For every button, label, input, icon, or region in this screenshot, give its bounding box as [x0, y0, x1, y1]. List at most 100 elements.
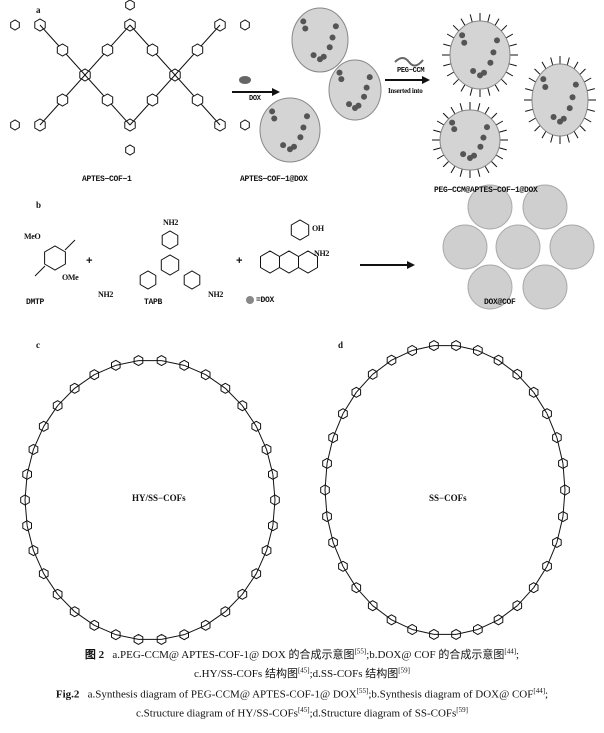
hy-ss-cof-ring [89, 369, 100, 381]
peg-chain [446, 33, 455, 39]
ss-cof-bond [372, 359, 392, 375]
ref: [59] [456, 706, 468, 714]
peg-chain [573, 130, 579, 139]
ss-cof-ring [512, 600, 523, 612]
boroxine-ring [214, 118, 226, 132]
dox-dot [459, 32, 466, 39]
hy-ss-cof-ring [38, 568, 49, 580]
dox-legend-dot [246, 296, 254, 304]
boroxine-ring [79, 68, 91, 82]
hy-ss-cof-ring [28, 545, 39, 557]
peg-chain [505, 71, 514, 77]
name-dox-cof: DOX@COF [484, 298, 516, 307]
peg-chain [566, 57, 570, 66]
hy-ss-cof-ring [268, 468, 278, 480]
ss-cof-bond [372, 605, 392, 621]
ss-cof-ring [386, 614, 397, 626]
group-nh2-right: NH2 [208, 290, 224, 299]
ref: [55] [354, 647, 367, 656]
benzene-ring [191, 93, 204, 107]
dox-ring [260, 250, 280, 274]
ss-cof-ring [473, 344, 483, 357]
group-oh-dox: OH [312, 224, 324, 233]
name-aptes-cof-1: APTES−COF−1 [82, 175, 132, 184]
panel-label-b: b [36, 200, 42, 210]
benzene-ring [101, 43, 114, 57]
ss-cof-bond [455, 628, 478, 635]
peg-chain [505, 33, 514, 39]
ss-cof-ring [322, 457, 332, 469]
ss-cof-ring [493, 354, 504, 366]
peg-chain [487, 87, 491, 96]
hy-ss-cof-ring [89, 619, 100, 631]
ss-cof-ring [322, 511, 332, 523]
peg-chain [460, 18, 466, 26]
ss-cof-bond [533, 566, 548, 588]
peg-chain [494, 18, 500, 26]
peg-cof-particle [449, 20, 511, 90]
ss-cof-ring [552, 432, 562, 444]
dox-dot [336, 69, 343, 76]
peg-chain [508, 43, 517, 47]
peg-chain [436, 120, 445, 126]
peg-chain [490, 112, 498, 120]
hy-ss-cof-bond [74, 611, 95, 626]
dox-dot [460, 151, 467, 158]
dox-dot [302, 25, 309, 32]
ss-cof-ring [367, 600, 378, 612]
peg-chain [583, 117, 592, 123]
peg-chain [433, 147, 442, 151]
caption-text: a.PEG-CCM@ APTES-COF-1@ DOX 的合成示意图 [112, 649, 355, 661]
peg-chain [459, 103, 463, 112]
panel-label-c: c [36, 340, 40, 350]
caption-text: ;d.Structure diagram of SS-COFs [309, 707, 457, 720]
peg-chain [528, 117, 537, 123]
peg-cof-particle [531, 63, 589, 137]
ss-cof-bond [391, 619, 413, 630]
peg-chain [583, 77, 592, 83]
ss-cof-bond [412, 628, 435, 635]
dox-dot [483, 124, 490, 131]
benzene-ring [191, 43, 204, 57]
peg-chain [469, 87, 473, 96]
peg-chain [459, 168, 463, 177]
benzene-ring [10, 119, 20, 131]
dox-cof-particle [495, 224, 541, 270]
hy-ss-cof-bond [161, 360, 185, 366]
panel-label-d: d [338, 340, 344, 350]
hy-ss-cof-ring [38, 420, 49, 432]
dox-dot [572, 81, 579, 88]
group-nh2-left: NH2 [98, 290, 114, 299]
ss-cof-ring [493, 614, 504, 626]
ss-cof-bond [516, 373, 535, 393]
name-aptes-cof-1-dox: APTES−COF−1@DOX [240, 175, 308, 184]
peg-chain [573, 61, 579, 70]
peg-chain [534, 125, 541, 132]
hy-ss-cof-ring [52, 588, 63, 600]
hy-ss-cof-bond [32, 550, 45, 574]
benzene-ring [56, 43, 69, 57]
boroxine-ring [169, 68, 181, 82]
hy-ss-cof-ring [268, 520, 278, 532]
ss-cof-bond [516, 587, 535, 607]
hy-ss-cof-bond [115, 634, 139, 640]
dox-dot [300, 18, 307, 25]
dox-dot [569, 94, 576, 101]
peg-chain [477, 103, 481, 112]
dox-dot [271, 115, 278, 122]
hy-ss-cof-ring [200, 369, 211, 381]
boroxine-ring [34, 18, 46, 32]
dox-dot [326, 44, 333, 51]
ss-cof-ring [473, 623, 483, 636]
hy-ss-cof-ring [20, 494, 30, 506]
ss-cof-bond [412, 345, 435, 352]
ref: [45] [297, 706, 310, 714]
caption-text: ; [516, 649, 520, 661]
benzene-ring [125, 144, 135, 156]
ss-cof-ring [407, 344, 417, 357]
peg-chain [442, 160, 450, 168]
ss-cof-bond [477, 350, 499, 361]
boroxine-ring [34, 118, 46, 132]
name-tapb: TAPB [144, 298, 163, 307]
